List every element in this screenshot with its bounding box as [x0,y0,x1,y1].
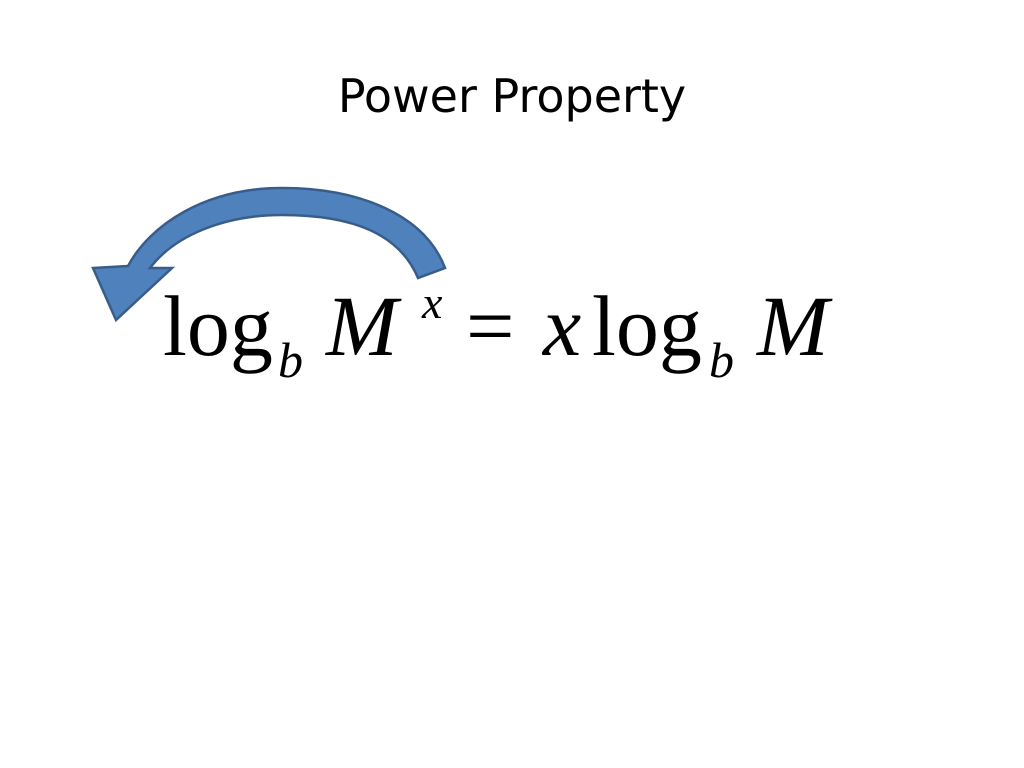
equals-sign: = [466,278,515,374]
lhs-argument: M [326,278,398,374]
rhs-coefficient: x [543,278,582,374]
lhs-base: b [278,332,303,388]
lhs-log: log [163,278,273,374]
power-property-equation: log b M x = x log b M [0,270,1024,389]
rhs-log: log [592,278,702,374]
lhs-exponent: x [422,277,443,328]
rhs-base: b [709,332,734,388]
slide-title: Power Property [337,69,687,123]
rhs-argument: M [757,278,829,374]
